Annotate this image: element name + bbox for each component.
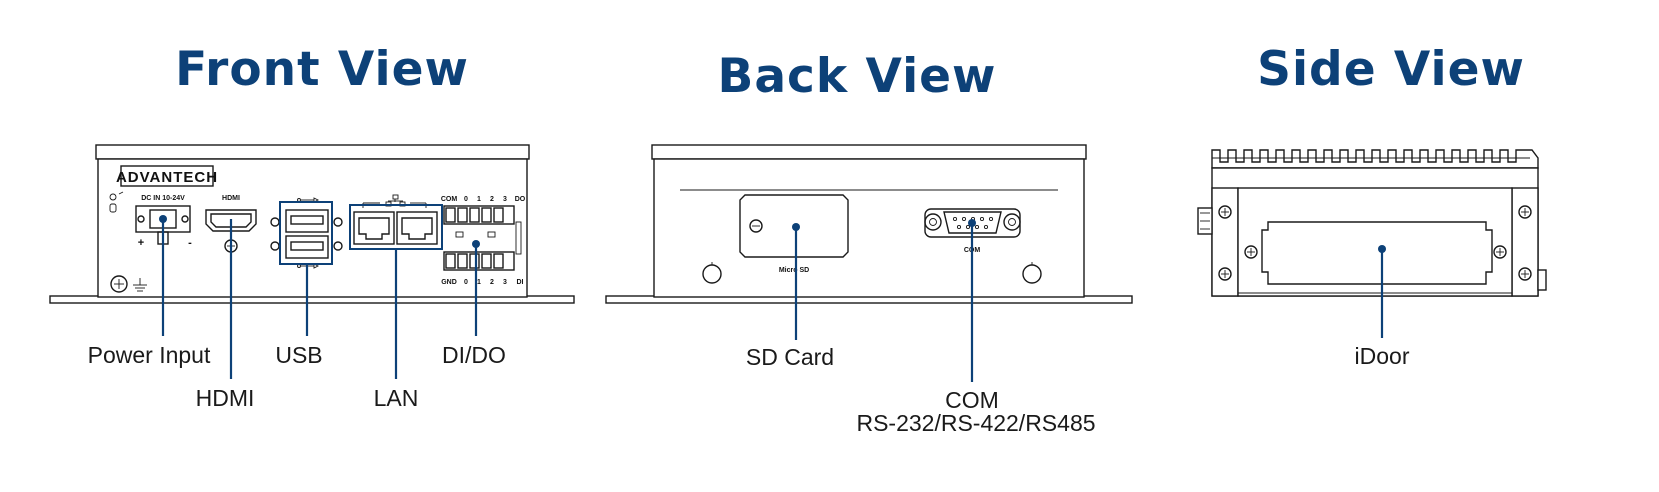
micro-sd-label: Micro SD — [779, 267, 809, 274]
callout-com: COM — [945, 387, 999, 413]
usb-ports — [270, 209, 343, 259]
side-view-device — [1197, 149, 1547, 338]
back-top-lid — [651, 144, 1087, 160]
front-view-device: ADVANTECH DC IN 10-24V + - — [49, 144, 575, 379]
power-terminal — [135, 205, 191, 245]
do-num-0: 0 — [464, 196, 468, 203]
idoor-slot — [1261, 221, 1493, 285]
callout-power-input: Power Input — [88, 342, 211, 368]
callout-lan: LAN — [374, 385, 419, 411]
side-knob — [1197, 207, 1213, 235]
di-label: DI — [517, 279, 524, 286]
di-num-0: 0 — [464, 279, 468, 286]
callout-idoor: iDoor — [1355, 343, 1410, 369]
dc-plus-label: + — [138, 237, 144, 249]
sd-card-slot — [739, 194, 849, 258]
side-tab-right — [1537, 269, 1547, 291]
do-num-2: 2 — [490, 196, 494, 203]
dido-terminal-block — [443, 205, 522, 271]
do-com-label: COM — [441, 196, 458, 203]
back-view-device: Micro SD COM — [605, 144, 1133, 382]
di-num-2: 2 — [490, 279, 494, 286]
callout-com-protocols: RS-232/RS-422/RS485 — [856, 410, 1095, 436]
front-view-title: Front View — [175, 42, 469, 97]
di-num-3: 3 — [503, 279, 507, 286]
do-num-1: 1 — [477, 196, 481, 203]
di-gnd-label: GND — [441, 279, 457, 286]
ground-screw-icon — [110, 275, 128, 293]
brand-plate — [120, 165, 214, 187]
led-indicator-icon — [109, 191, 124, 213]
callout-usb: USB — [275, 342, 322, 368]
lan-ports — [353, 211, 438, 245]
dc-in-label: DC IN 10-24V — [141, 195, 185, 202]
brand-logo: ADVANTECH — [116, 169, 218, 186]
heatsink-fins — [1211, 149, 1539, 169]
side-screws — [1218, 205, 1532, 281]
front-top-lid — [95, 144, 530, 160]
callout-dido: DI/DO — [442, 342, 506, 368]
ground-symbol-icon — [133, 278, 147, 292]
back-view-title: Back View — [718, 49, 997, 104]
do-label: DO — [515, 196, 526, 203]
do-num-3: 3 — [503, 196, 507, 203]
hdmi-panel-label: HDMI — [222, 195, 240, 202]
dc-minus-label: - — [188, 237, 192, 249]
side-view-title: Side View — [1257, 42, 1525, 97]
side-inner-panel — [1237, 187, 1513, 297]
di-num-1: 1 — [477, 279, 481, 286]
back-body — [653, 158, 1085, 298]
callout-sd-card: SD Card — [746, 344, 834, 370]
callout-hdmi: HDMI — [196, 385, 255, 411]
